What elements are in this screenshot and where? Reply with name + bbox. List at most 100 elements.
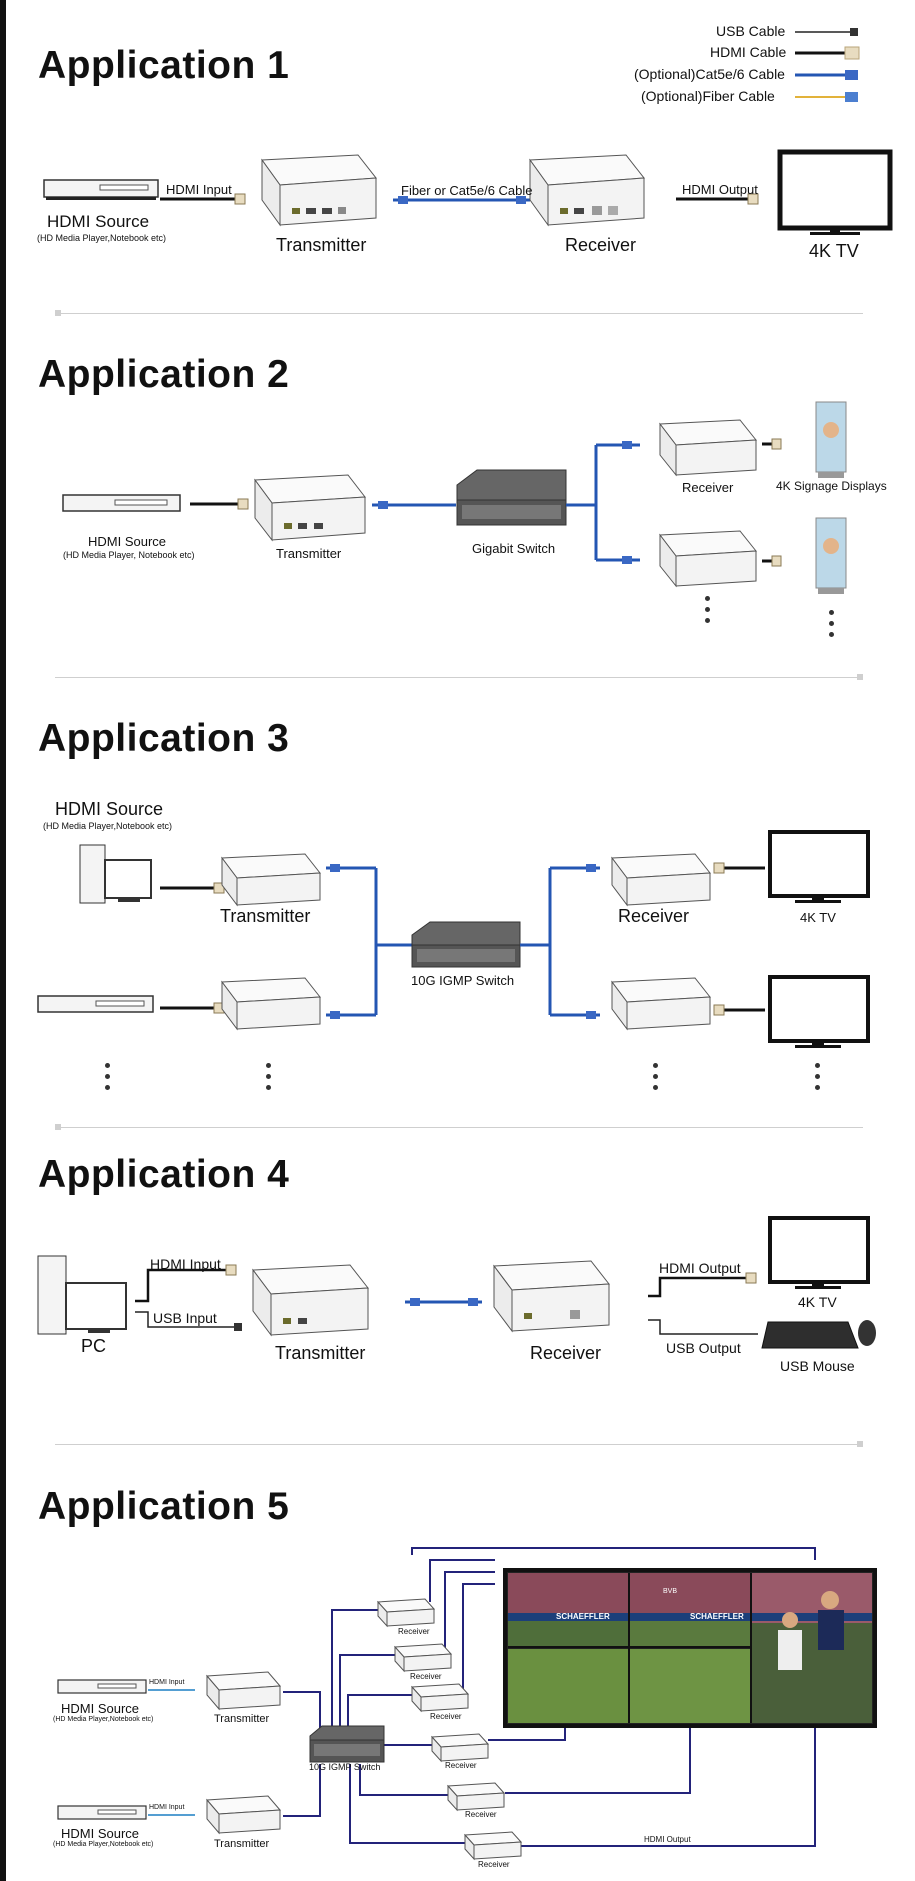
app3-transmitter-device-1 <box>221 853 321 907</box>
app5-igmp-switch <box>309 1725 385 1763</box>
app4-hdmi-output-label: HDMI Output <box>659 1260 741 1276</box>
app3-dots-source <box>105 1063 111 1096</box>
app1-title: Application 1 <box>38 44 290 87</box>
legend-cat-label: (Optional)Cat5e/6 Cable <box>634 66 785 82</box>
app3-tv-label: 4K TV <box>800 910 836 925</box>
app5-transmitter-device-1 <box>205 1671 282 1711</box>
app4-usb-input-label: USB Input <box>153 1310 217 1326</box>
app5-receiver-label-4: Receiver <box>445 1761 477 1770</box>
app5-receiver-device-5 <box>446 1782 506 1812</box>
app2-receiver-device-1 <box>659 419 757 477</box>
app5-source-player-1 <box>57 1679 147 1694</box>
app4-tv <box>768 1216 870 1289</box>
app5-wall-text-3: BVB <box>663 1588 678 1595</box>
app3-receiver-label: Receiver <box>618 906 690 926</box>
app2-title: Application 2 <box>38 353 290 396</box>
app5-source-label-2: HDMI Source <box>61 1826 140 1841</box>
app3-source-label: HDMI Source <box>55 799 164 819</box>
app3-transmitter-label: Transmitter <box>220 906 311 926</box>
app4-pc-label: PC <box>81 1336 107 1356</box>
app2-more-receivers-dots <box>705 596 711 629</box>
legend-hdmi-label: HDMI Cable <box>710 44 787 60</box>
app2-diagram <box>62 401 847 594</box>
app5-wall-text-2: SCHAEFFLER <box>690 1612 744 1621</box>
app5-receiver-label-1: Receiver <box>398 1627 430 1636</box>
app1-source-sub-label: (HD Media Player,Notebook etc) <box>37 233 167 243</box>
app2-source-label: HDMI Source <box>88 534 167 549</box>
app5-receiver-label-6: Receiver <box>478 1860 510 1869</box>
app2-display-label: 4K Signage Displays <box>776 479 887 493</box>
app5-switch-links <box>283 1609 465 1844</box>
app4-pc <box>37 1255 127 1335</box>
app2-transmitter-device <box>254 474 366 542</box>
app4-receiver-label: Receiver <box>530 1343 602 1363</box>
app3-dots-receiver <box>653 1063 659 1096</box>
app2-signage-display-1 <box>815 401 847 478</box>
app4-hdmi-input-label: HDMI Input <box>150 1256 221 1272</box>
app5-receiver-device-3 <box>410 1683 470 1713</box>
app4-tv-label: 4K TV <box>798 1294 837 1310</box>
app4-title: Application 4 <box>38 1153 290 1196</box>
app2-signage-display-2 <box>815 517 847 594</box>
app4-diagram <box>37 1216 876 1349</box>
app3-tv-2 <box>768 975 870 1048</box>
app5-source-sub-label-2: (HD Media Player,Notebook etc) <box>53 1841 154 1848</box>
app3-igmp-switch <box>411 921 521 968</box>
app4-transmitter-device <box>252 1264 369 1337</box>
app4-keyboard-mouse <box>761 1320 876 1349</box>
divider-2 <box>55 674 863 680</box>
app2-source-player <box>62 494 181 512</box>
divider-4 <box>55 1441 863 1447</box>
app5-receiver-device-1 <box>376 1598 436 1628</box>
app4-transmitter-label: Transmitter <box>275 1343 366 1363</box>
app5-hdmi-output-label: HDMI Output <box>644 1835 691 1844</box>
divider-3 <box>55 1124 863 1130</box>
app3-dots-transmitter <box>266 1063 272 1096</box>
app3-receiver-device-2 <box>611 977 711 1031</box>
app5-title: Application 5 <box>38 1485 290 1528</box>
app5-source-label-1: HDMI Source <box>61 1701 140 1716</box>
app3-switch-label: 10G IGMP Switch <box>411 973 515 988</box>
app3-player <box>37 995 154 1013</box>
app5-wall-text-1: SCHAEFFLER <box>556 1612 610 1621</box>
app5-hdmi-input-label-1: HDMI Input <box>149 1679 185 1686</box>
app5-transmitter-device-2 <box>205 1795 282 1835</box>
app1-receiver-label: Receiver <box>565 235 637 255</box>
legend-fiber-label: (Optional)Fiber Cable <box>641 88 775 104</box>
app3-diagram <box>37 830 870 1048</box>
app1-transmitter-device <box>261 154 377 227</box>
app2-receiver-label: Receiver <box>682 480 734 495</box>
app5-video-wall <box>503 1568 877 1728</box>
app3-title: Application 3 <box>38 717 290 760</box>
app5-receiver-device-2 <box>393 1643 453 1673</box>
app1-hdmi-output-label: HDMI Output <box>682 182 758 197</box>
app2-more-displays-dots <box>829 610 835 643</box>
app5-source-sub-label-1: (HD Media Player,Notebook etc) <box>53 1716 154 1723</box>
app3-receiver-device-1 <box>611 853 711 907</box>
divider-1 <box>55 310 863 316</box>
legend-usb-label: USB Cable <box>716 23 786 39</box>
app2-receiver-device-2 <box>659 530 757 588</box>
left-edge-bar <box>0 0 6 1881</box>
app3-dots-tv <box>815 1063 821 1096</box>
app4-mouse-label: USB Mouse <box>780 1358 855 1374</box>
app2-source-sub-label: (HD Media Player, Notebook etc) <box>63 550 195 560</box>
app1-receiver-device <box>529 154 645 227</box>
app5-source-player-2 <box>57 1805 147 1820</box>
app5-hdmi-input-label-2: HDMI Input <box>149 1804 185 1811</box>
app3-transmitter-device-2 <box>221 977 321 1031</box>
app5-switch-label: 10G IGMP Switch <box>309 1762 381 1772</box>
app4-receiver-device <box>493 1260 610 1333</box>
legend-cable-icons <box>795 28 860 102</box>
app5-receiver-label-2: Receiver <box>410 1672 442 1681</box>
app5-receiver-device-6 <box>463 1831 523 1861</box>
app2-gigabit-switch <box>456 469 567 526</box>
app1-tv-label: 4K TV <box>809 241 859 261</box>
app1-diagram <box>43 149 893 235</box>
app4-usb-output-label: USB Output <box>666 1340 741 1356</box>
app1-cable-label: Fiber or Cat5e/6 Cable <box>401 183 533 198</box>
app5-output-links <box>411 1547 816 1847</box>
app2-transmitter-label: Transmitter <box>276 546 342 561</box>
app5-transmitter-label-2: Transmitter <box>214 1838 270 1850</box>
